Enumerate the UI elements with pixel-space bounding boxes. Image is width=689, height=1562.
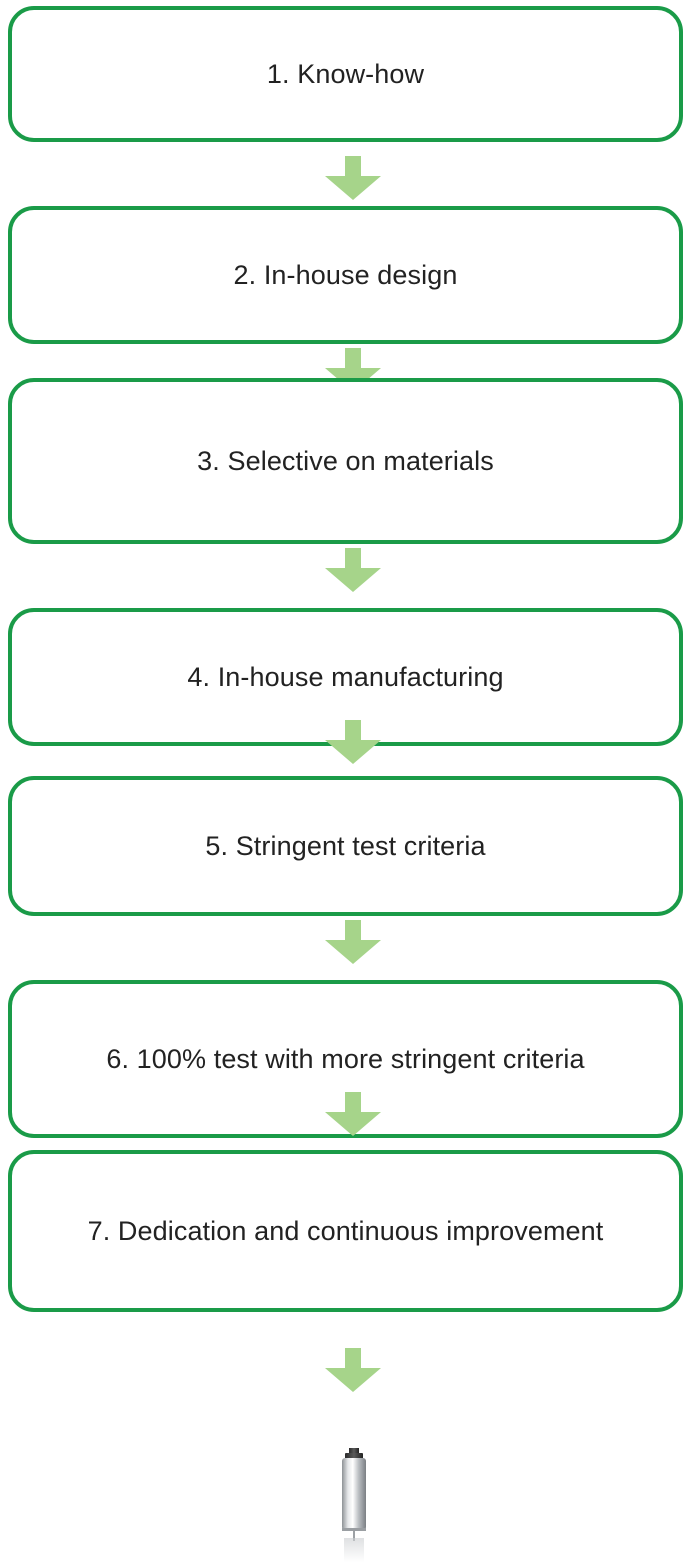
- down-arrow-icon: [325, 1092, 381, 1136]
- step-box-1: 1. Know-how: [8, 6, 683, 142]
- step-box-3: 3. Selective on materials: [8, 378, 683, 544]
- down-arrow-icon: [325, 1348, 381, 1392]
- down-arrow-icon: [325, 920, 381, 964]
- step-label-6: 6. 100% test with more stringent criteri…: [106, 1043, 585, 1074]
- step-box-7: 7. Dedication and continuous improvement: [8, 1150, 683, 1312]
- down-arrow-icon: [325, 548, 381, 592]
- step-box-4: 4. In-house manufacturing: [8, 608, 683, 746]
- step-label-4: 4. In-house manufacturing: [187, 661, 504, 692]
- step-label-5: 5. Stringent test criteria: [205, 830, 486, 861]
- step-label-1: 1. Know-how: [266, 58, 425, 89]
- step-box-5: 5. Stringent test criteria: [8, 776, 683, 916]
- down-arrow-icon: [325, 720, 381, 764]
- step-box-2: 2. In-house design: [8, 206, 683, 344]
- step-label-2: 2. In-house design: [233, 259, 458, 290]
- step-label-7: 7. Dedication and continuous improvement: [87, 1215, 604, 1246]
- down-arrow-icon: [325, 156, 381, 200]
- cylindrical-component-image: [342, 1448, 366, 1562]
- step-label-3: 3. Selective on materials: [197, 445, 494, 476]
